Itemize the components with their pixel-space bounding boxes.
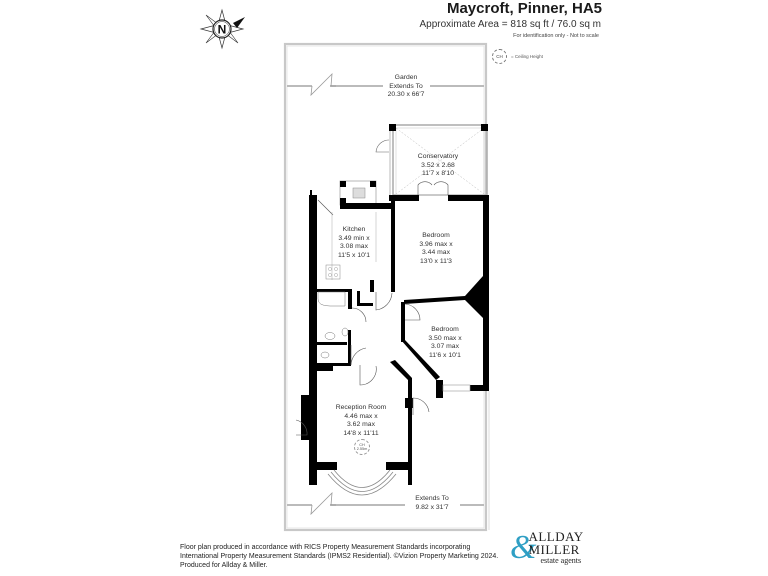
identification-note: For identification only - Not to scale	[513, 33, 599, 39]
logo-line-miller: MILLER	[528, 542, 580, 557]
compass-icon: N	[197, 8, 247, 50]
logo-tagline: estate agents	[540, 556, 582, 565]
ceiling-height-icon: CH	[492, 49, 507, 64]
logo-line-allday: ALLDAY	[528, 529, 584, 544]
ceiling-height-legend: CH = Ceiling Height	[492, 49, 543, 64]
approximate-area: Approximate Area = 818 sq ft / 76.0 sq m	[419, 19, 602, 30]
floor-plan-disclaimer: Floor plan produced in accordance with R…	[180, 544, 499, 569]
svg-text:N: N	[218, 23, 227, 37]
ceiling-height-legend-label: = Ceiling Height	[511, 54, 543, 59]
allday-miller-logo: & ALLDAY MILLER estate agents	[510, 530, 584, 565]
logo-ampersand: &	[510, 528, 537, 566]
property-title: Maycroft, Pinner, HA5	[446, 0, 602, 17]
